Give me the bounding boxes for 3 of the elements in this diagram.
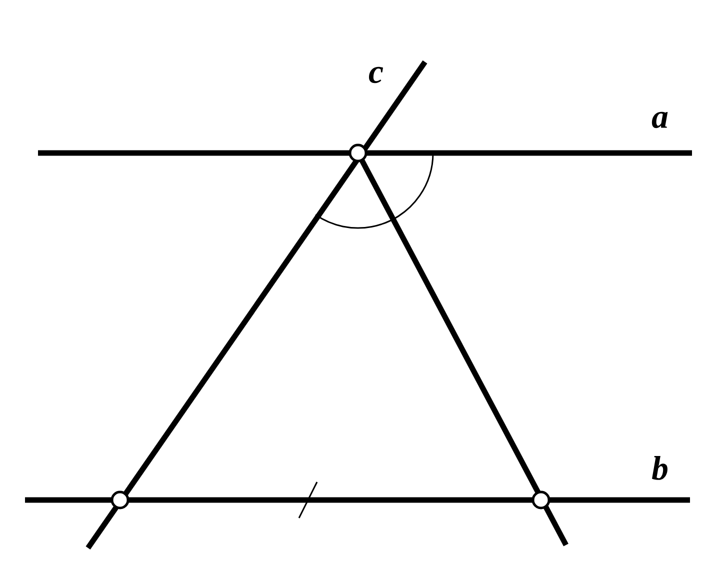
line-label: b	[652, 456, 668, 480]
line-label: a	[652, 112, 668, 128]
line-label: c	[369, 66, 384, 84]
